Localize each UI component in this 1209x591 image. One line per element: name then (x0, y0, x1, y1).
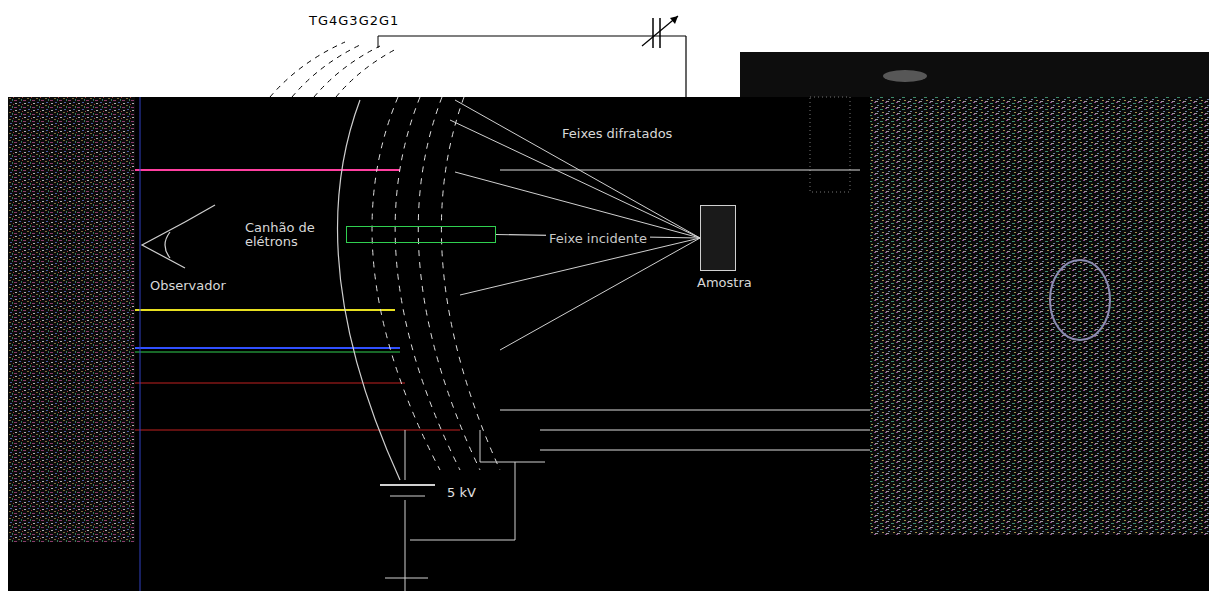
edge-label: Feixe incidente (546, 231, 650, 246)
electron-gun: Canhão de elétrons (346, 226, 496, 243)
observer-label: Observador (150, 279, 226, 294)
voltage-label: 5 kV (447, 486, 476, 501)
beam-label: Feixes difratados (562, 127, 672, 142)
sample: Amostra (700, 205, 736, 271)
grid-label: TG4G3G2G1 (309, 14, 399, 29)
node-label: Amostra (697, 276, 752, 291)
node-label: Canhão de elétrons (245, 221, 335, 251)
